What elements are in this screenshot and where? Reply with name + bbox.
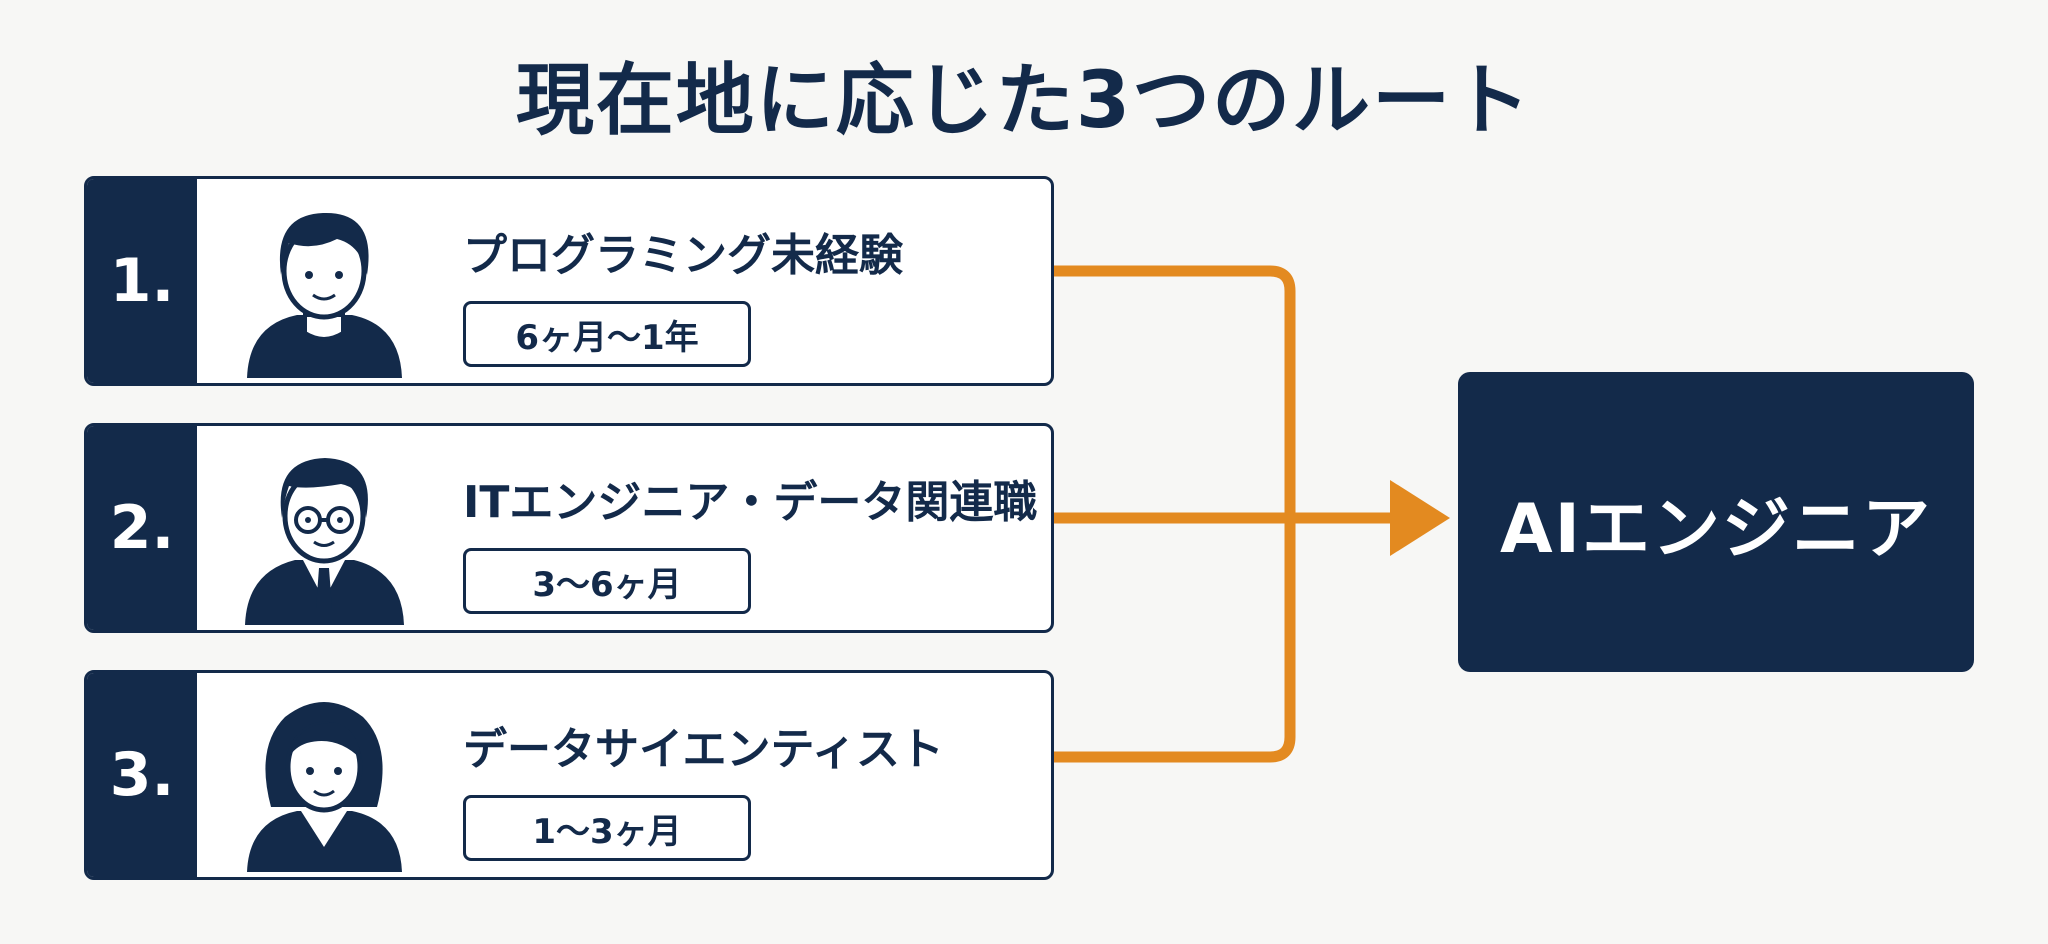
- route-number: 3.: [109, 740, 175, 810]
- duration-badge: 1〜3ヶ月: [463, 795, 751, 861]
- route-card-3: 3. データサイエンティスト 1〜3ヶ月: [84, 670, 1054, 880]
- route-label: データサイエンティスト: [463, 724, 944, 775]
- route-card-2: 2. ITエンジニア・データ関連職 3〜6ヶ月: [84, 423, 1054, 633]
- businessman-with-glasses-icon: [245, 458, 404, 625]
- route-number: 2.: [109, 493, 175, 563]
- route-number-panel: [87, 179, 197, 383]
- arrow-head-icon: [1390, 480, 1450, 556]
- duration-badge: 6ヶ月〜1年: [463, 301, 751, 367]
- route-number-panel: [87, 426, 197, 630]
- diagram-title: 現在地に応じた3つのルート: [515, 56, 1533, 146]
- duration-badge: 3〜6ヶ月: [463, 548, 751, 614]
- route-label: プログラミング未経験: [463, 230, 903, 281]
- casual-person-icon: [247, 212, 402, 378]
- route-number: 1.: [109, 246, 175, 316]
- route-label: ITエンジニア・データ関連職: [463, 477, 1038, 528]
- businesswoman-icon: [247, 702, 402, 872]
- target-box: AIエンジニア: [1458, 372, 1974, 672]
- route-card-1: 1. プログラミング未経験 6ヶ月〜1年: [84, 176, 1054, 386]
- route-number-panel: [87, 673, 197, 877]
